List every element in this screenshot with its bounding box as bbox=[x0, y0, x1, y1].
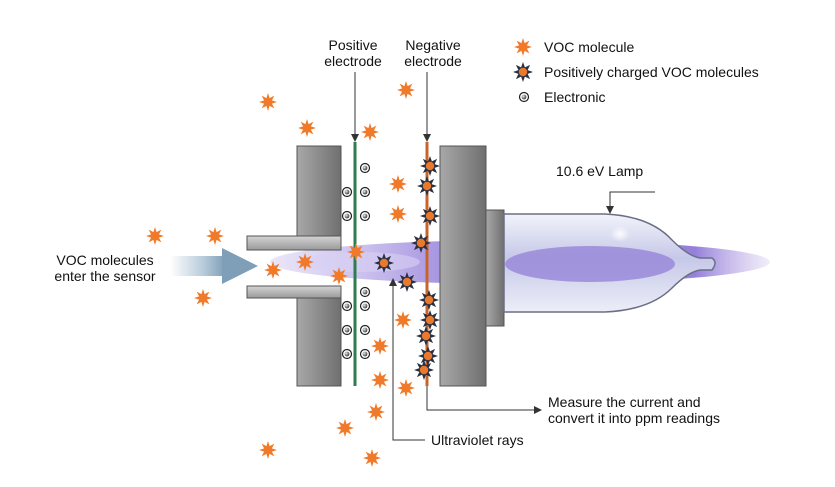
charged-voc-molecule-icon bbox=[420, 206, 440, 226]
electron-icon bbox=[359, 348, 371, 360]
charged-voc-molecule-icon bbox=[419, 290, 439, 310]
uv-lamp bbox=[503, 213, 716, 313]
electron-icon bbox=[359, 300, 371, 312]
charged-voc-molecule-icon bbox=[374, 253, 394, 273]
voc-enter-label-line1: VOC molecules bbox=[56, 252, 153, 268]
electron-icon bbox=[359, 286, 371, 298]
voc-molecule-icon bbox=[363, 449, 381, 467]
legend-charged-label: Positively charged VOC molecules bbox=[544, 64, 759, 80]
electron-icon bbox=[359, 210, 371, 222]
electron-icon bbox=[341, 324, 353, 336]
pointer-lines bbox=[351, 72, 655, 441]
inlet-arrow bbox=[170, 248, 258, 284]
voc-molecule-icon bbox=[397, 379, 415, 397]
voc-molecule-icon bbox=[298, 119, 316, 137]
voc-molecule-icon bbox=[146, 227, 164, 245]
voc-molecule-icon bbox=[347, 243, 365, 261]
electron-icon bbox=[341, 300, 353, 312]
legend-electron-icon bbox=[518, 91, 530, 103]
legend-voc-molecule-icon bbox=[514, 38, 532, 56]
electron-icon bbox=[359, 186, 371, 198]
voc-molecule-icon bbox=[330, 267, 348, 285]
voc-molecule-icon bbox=[367, 403, 385, 421]
particles-layer bbox=[146, 81, 440, 467]
positive-electrode-label-line2: electrode bbox=[324, 53, 382, 69]
measure-label-line1: Measure the current and bbox=[548, 394, 701, 410]
legend-charged-voc-icon bbox=[513, 62, 533, 82]
charged-voc-molecule-icon bbox=[411, 233, 431, 253]
voc-molecule-icon bbox=[259, 441, 277, 459]
electron-icon bbox=[359, 162, 371, 174]
charged-voc-molecule-icon bbox=[420, 156, 440, 176]
charged-voc-molecule-icon bbox=[414, 360, 434, 380]
voc-molecule-icon bbox=[397, 81, 415, 99]
electron-icon bbox=[359, 324, 371, 336]
electron-icon bbox=[341, 348, 353, 360]
uv-rays-label: Ultraviolet rays bbox=[431, 432, 524, 448]
electron-icon bbox=[341, 210, 353, 222]
voc-molecule-icon bbox=[394, 311, 412, 329]
voc-molecule-icon bbox=[389, 205, 407, 223]
voc-molecule-icon bbox=[336, 419, 354, 437]
legend: VOC molecule Positively charged VOC mole… bbox=[513, 38, 759, 105]
charged-voc-molecule-icon bbox=[418, 346, 438, 366]
voc-molecule-icon bbox=[194, 289, 212, 307]
positive-electrode-label-line1: Positive bbox=[328, 37, 377, 53]
voc-molecule-icon bbox=[371, 371, 389, 389]
legend-voc-label: VOC molecule bbox=[544, 39, 634, 55]
negative-electrode-label-line2: electrode bbox=[404, 53, 462, 69]
charged-voc-molecule-icon bbox=[417, 176, 437, 196]
sensor-housing-left bbox=[246, 145, 342, 387]
voc-molecule-icon bbox=[389, 175, 407, 193]
charged-voc-molecule-icon bbox=[420, 310, 440, 330]
lamp-housing bbox=[439, 145, 505, 387]
voc-molecule-icon bbox=[371, 337, 389, 355]
legend-electronic-label: Electronic bbox=[544, 89, 605, 105]
voc-molecule-icon bbox=[206, 227, 224, 245]
voc-enter-label-line2: enter the sensor bbox=[54, 268, 156, 284]
charged-voc-molecule-icon bbox=[397, 272, 417, 292]
voc-molecule-icon bbox=[296, 253, 314, 271]
voc-molecule-icon bbox=[264, 261, 282, 279]
voc-molecule-icon bbox=[259, 93, 277, 111]
electron-icon bbox=[341, 186, 353, 198]
negative-electrode-label-line1: Negative bbox=[405, 37, 460, 53]
charged-voc-molecule-icon bbox=[416, 326, 436, 346]
lamp-label: 10.6 eV Lamp bbox=[556, 163, 643, 179]
voc-molecule-icon bbox=[361, 123, 379, 141]
measure-label-line2: convert it into ppm readings bbox=[548, 410, 720, 426]
